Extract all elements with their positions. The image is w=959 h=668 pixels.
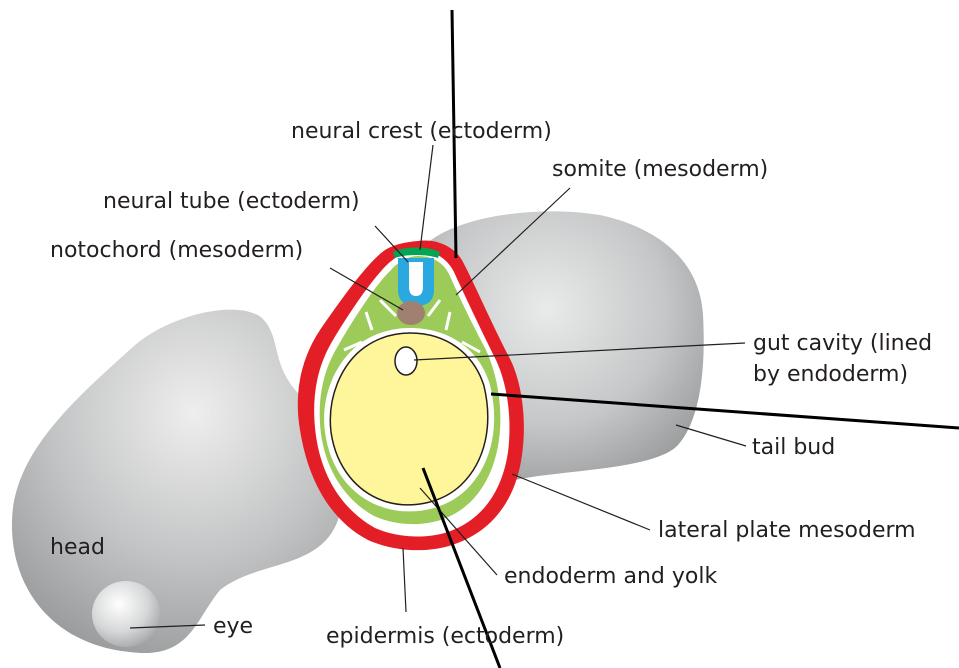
label-lateral-plate: lateral plate mesoderm	[658, 518, 916, 543]
label-head: head	[50, 535, 105, 560]
label-neural-crest: neural crest (ectoderm)	[291, 119, 552, 144]
label-gut-cavity-2: by endoderm)	[753, 362, 908, 387]
leader-lateral-plate	[512, 474, 650, 530]
label-gut-cavity-1: gut cavity (lined	[753, 331, 932, 356]
label-endoderm-yolk: endoderm and yolk	[504, 564, 717, 589]
eye-bulge	[92, 581, 160, 647]
notochord	[397, 301, 425, 325]
gut-cavity	[395, 347, 417, 375]
head-body	[12, 310, 343, 653]
label-tail-bud: tail bud	[752, 435, 835, 460]
neural-tube-lumen	[409, 262, 423, 296]
label-notochord: notochord (mesoderm)	[50, 238, 303, 263]
leader-epidermis	[403, 548, 406, 612]
label-eye: eye	[213, 614, 253, 639]
label-somite: somite (mesoderm)	[552, 157, 768, 182]
label-epidermis: epidermis (ectoderm)	[326, 624, 564, 649]
leader-tail-bud	[676, 425, 746, 446]
label-neural-tube: neural tube (ectoderm)	[103, 189, 360, 214]
leader-neural-crest	[420, 145, 433, 250]
